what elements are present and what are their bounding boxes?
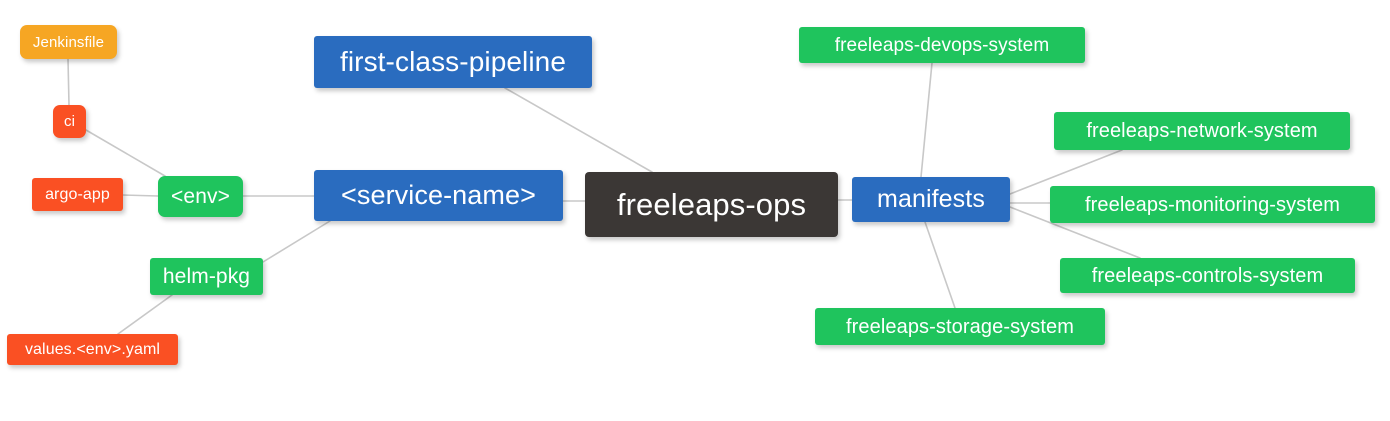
edge-first-class-pipeline-to-freeleaps-ops	[504, 87, 653, 173]
node-devops-system[interactable]: freeleaps-devops-system	[799, 27, 1085, 63]
edge-jenkinsfile-to-ci	[67, 58, 70, 106]
node-controls-system[interactable]: freeleaps-controls-system	[1060, 258, 1355, 293]
node-freeleaps-ops[interactable]: freeleaps-ops	[585, 172, 838, 237]
edge-ci-to-env	[85, 129, 166, 177]
edge-argo-app-to-env	[122, 194, 159, 197]
node-service-name[interactable]: <service-name>	[314, 170, 563, 221]
edge-manifests-to-storage-system	[924, 221, 956, 309]
node-argo-app[interactable]: argo-app	[32, 178, 123, 211]
node-helm-pkg[interactable]: helm-pkg	[150, 258, 263, 295]
node-ci[interactable]: ci	[53, 105, 86, 138]
node-first-class-pipeline[interactable]: first-class-pipeline	[314, 36, 592, 88]
node-jenkinsfile[interactable]: Jenkinsfile	[20, 25, 117, 59]
node-storage-system[interactable]: freeleaps-storage-system	[815, 308, 1105, 345]
node-values-yaml[interactable]: values.<env>.yaml	[7, 334, 178, 365]
edge-helm-pkg-to-service-name	[262, 220, 331, 263]
node-env[interactable]: <env>	[158, 176, 243, 217]
node-manifests[interactable]: manifests	[852, 177, 1010, 222]
edge-values-yaml-to-helm-pkg	[117, 294, 173, 335]
edge-manifests-to-devops-system	[920, 62, 933, 178]
node-network-system[interactable]: freeleaps-network-system	[1054, 112, 1350, 150]
node-monitoring-system[interactable]: freeleaps-monitoring-system	[1050, 186, 1375, 223]
